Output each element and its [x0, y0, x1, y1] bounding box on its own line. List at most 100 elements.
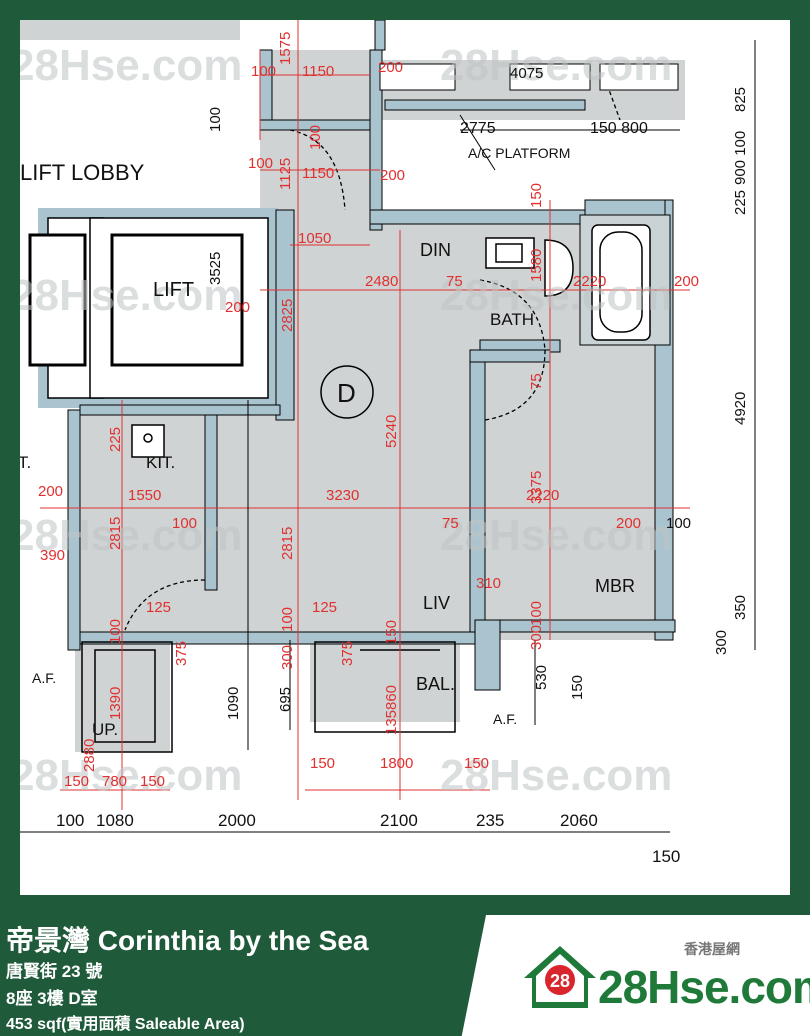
dim-text: 150 800	[590, 120, 648, 137]
dim-text: 5240	[383, 415, 400, 448]
saleable-area: 453 sqf(實用面積 Saleable Area)	[6, 1016, 245, 1033]
dimension-lines	[40, 20, 690, 810]
dim-text: 2100	[380, 811, 418, 830]
dim-text: 125	[312, 599, 337, 616]
floor-plan: 28Hse.com 28Hse.com 28Hse.com 28Hse.com …	[20, 20, 790, 895]
watermark: 28Hse.com	[440, 41, 672, 90]
dim-text: 100	[248, 155, 273, 172]
watermark: 28Hse.com	[440, 511, 672, 560]
dim-text: 310	[476, 575, 501, 592]
dim-text: 100	[666, 515, 691, 532]
dim-text: 2815	[279, 527, 296, 560]
unit-location: 8座 3樓 D室	[6, 989, 98, 1008]
footer: 帝景灣 Corinthia by the Sea 唐賢街 23 號 8座 3樓 …	[0, 915, 810, 1036]
dimension-texts-black: 4075 2775 150 800 825 900 100 225 3525 1…	[56, 65, 749, 866]
dim-text: 2880	[81, 739, 98, 772]
watermarks: 28Hse.com 28Hse.com 28Hse.com 28Hse.com …	[20, 41, 672, 800]
dim-text: 225	[107, 427, 124, 452]
dim-text: 150	[464, 755, 489, 772]
dim-text: 135	[383, 710, 400, 735]
dim-text: 100	[207, 107, 224, 132]
dim-text: 150	[310, 755, 335, 772]
house-logo-icon: 28	[524, 946, 596, 1008]
floor-plan-drawing: 28Hse.com 28Hse.com 28Hse.com 28Hse.com …	[20, 20, 756, 866]
dim-text: 2000	[218, 811, 256, 830]
logo-badge: 28	[550, 971, 570, 991]
dim-text: 200	[38, 483, 63, 500]
label-mbr: MBR	[595, 576, 635, 596]
dim-text: 200	[380, 167, 405, 184]
dim-text: 150	[140, 773, 165, 790]
dim-text: 150	[569, 675, 586, 700]
dim-text: 225	[732, 190, 749, 215]
label-din: DIN	[420, 240, 451, 260]
watermark: 28Hse.com	[20, 751, 242, 800]
estate-title: 帝景灣 Corinthia by the Sea	[6, 925, 369, 956]
dim-text: 2825	[279, 299, 296, 332]
dim-text: 530	[533, 665, 550, 690]
room-labels: LIFT LOBBY LIFT D DIN BATH KIT. T. LIV M…	[20, 145, 635, 739]
dim-text: 375	[173, 641, 190, 666]
dim-text: 2060	[560, 811, 598, 830]
watermark: 28Hse.com	[20, 511, 242, 560]
label-af-right: A.F.	[493, 711, 517, 727]
dim-text: 2815	[107, 517, 124, 550]
dim-text: 75	[442, 515, 459, 532]
dim-text: 200	[616, 515, 641, 532]
dim-text: 4920	[732, 392, 749, 425]
dim-text: 1390	[107, 687, 124, 720]
label-lift-lobby: LIFT LOBBY	[20, 160, 145, 185]
ac-platform	[379, 63, 679, 111]
dim-text: 150	[652, 847, 680, 866]
dim-text: 2775	[460, 120, 496, 137]
dim-text: 1090	[225, 687, 242, 720]
lift-shafts	[28, 208, 278, 408]
dim-text: 3230	[326, 487, 359, 504]
dim-text: 300	[279, 645, 296, 670]
dim-text: 1150	[302, 165, 334, 182]
dim-text: 1580	[528, 249, 545, 282]
dim-text: 100	[279, 607, 296, 632]
dim-text: 825	[732, 87, 749, 112]
label-bal: BAL.	[416, 674, 455, 694]
label-lift: LIFT	[153, 279, 194, 301]
label-ac-platform: A/C PLATFORM	[468, 145, 570, 161]
label-unit: D	[337, 378, 356, 408]
label-af-left: A.F.	[32, 670, 56, 686]
dim-text: 100	[307, 125, 324, 150]
dim-text: 1050	[298, 230, 331, 247]
dim-text: 375	[339, 641, 356, 666]
dim-text: 1550	[128, 487, 161, 504]
dim-text: 150	[383, 620, 400, 645]
dim-text: 300	[528, 625, 545, 650]
dim-text: 1080	[96, 811, 134, 830]
dim-text: 1125	[277, 158, 294, 190]
label-liv: LIV	[423, 593, 450, 613]
dim-text: 200	[225, 299, 250, 316]
dim-text: 75	[446, 273, 463, 290]
dim-text: 235	[476, 811, 504, 830]
label-kit-left: T.	[20, 453, 31, 472]
dim-text: 1800	[380, 755, 413, 772]
watermark: 28Hse.com	[20, 271, 242, 320]
dimension-texts-red: 100 1150 200 1575 100 1125 100 1150 200 …	[38, 32, 699, 790]
dim-text: 1575	[277, 32, 294, 65]
dim-text: 200	[674, 273, 699, 290]
dim-text: 200	[378, 59, 403, 76]
dimension-lines-black	[20, 40, 756, 833]
watermark: 28Hse.com	[20, 41, 242, 90]
dim-text: 860	[383, 685, 400, 710]
watermark: 28Hse.com	[440, 751, 672, 800]
unit-marker-circle	[320, 365, 374, 419]
dim-text: 350	[732, 595, 749, 620]
dim-text: 1150	[302, 63, 334, 80]
dim-text: 100	[107, 619, 124, 644]
dim-text: 2480	[365, 273, 398, 290]
dim-text: 2220	[526, 487, 559, 504]
footer-info-panel: 帝景灣 Corinthia by the Sea 唐賢街 23 號 8座 3樓 …	[0, 915, 486, 1036]
label-up: UP.	[92, 720, 118, 739]
watermark: 28Hse.com	[440, 271, 672, 320]
dim-text: 75	[528, 373, 545, 390]
dim-text: 780	[102, 773, 127, 790]
logo-chinese-name: 香港屋網	[684, 941, 740, 957]
